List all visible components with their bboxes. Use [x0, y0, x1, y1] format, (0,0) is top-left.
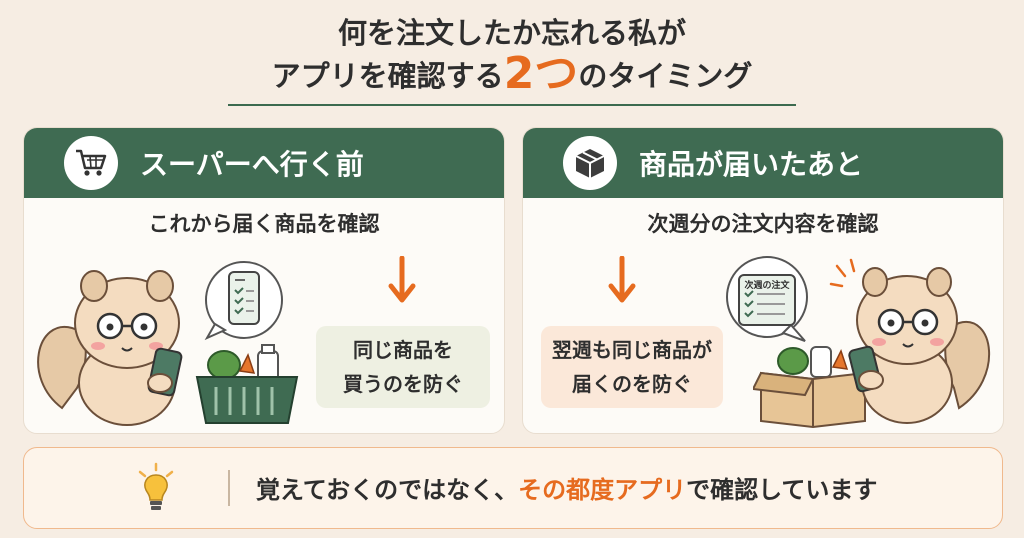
banner-text-post: で確認しています	[686, 476, 878, 504]
card-before-supermarket: スーパーへ行く前 これから届く商品を確認	[23, 127, 505, 434]
order-list-label: 次週の注文	[744, 281, 790, 291]
title-line-1: 何を注文したか忘れる私が	[337, 16, 686, 50]
shopping-cart-icon	[64, 136, 118, 190]
title-underline	[228, 104, 796, 106]
title-line-2: アプリを確認する2つのタイミング	[0, 52, 1024, 98]
delivery-box-illustration	[753, 346, 866, 428]
lightbulb-icon	[138, 462, 174, 510]
title-line-2-pre: アプリを確認する	[271, 59, 504, 93]
result-prevent-duplicate-delivery: 翌週も同じ商品が 届くのを防ぐ	[541, 326, 723, 408]
banner-divider	[228, 470, 230, 506]
order-list-bubble: 次週の注文	[719, 253, 815, 349]
basket-illustration	[195, 344, 299, 424]
title-highlight-number: 2つ	[503, 48, 579, 99]
banner-text-highlight: その都度アプリ	[518, 476, 687, 504]
card-header: スーパーへ行く前	[24, 128, 504, 198]
package-icon	[563, 136, 617, 190]
result-prevent-duplicate-purchase: 同じ商品を 買うのを防ぐ	[316, 326, 490, 408]
title-line-2-post: のタイミング	[578, 59, 753, 93]
banner-message: 覚えておくのではなく、その都度アプリで確認しています	[256, 470, 877, 505]
card-heading: スーパーへ行く前	[140, 148, 364, 181]
card-heading: 商品が届いたあと	[639, 148, 864, 181]
down-arrow-icon	[388, 256, 416, 303]
result-line-1: 翌週も同じ商品が	[552, 338, 712, 362]
page-title: 何を注文したか忘れる私が アプリを確認する2つのタイミング	[0, 14, 1024, 98]
phone-bubble-illustration	[204, 261, 283, 341]
result-line-1: 同じ商品を	[353, 338, 453, 362]
card-after-delivery: 商品が届いたあと 次週分の注文内容を確認 翌週も同じ商品が 届くのを防ぐ 次週の…	[522, 127, 1004, 434]
banner-text-pre: 覚えておくのではなく、	[256, 476, 519, 504]
result-line-2: 届くのを防ぐ	[572, 372, 692, 396]
squirrel-illustration	[37, 270, 183, 426]
result-line-2: 買うのを防ぐ	[343, 372, 463, 396]
card-header: 商品が届いたあと	[523, 128, 1003, 198]
bottom-banner: 覚えておくのではなく、その都度アプリで確認しています	[23, 447, 1003, 529]
squirrel-illustration	[829, 258, 991, 424]
down-arrow-icon	[608, 256, 636, 303]
card-subtitle: 次週分の注文内容を確認	[647, 212, 879, 236]
card-subtitle: これから届く商品を確認	[148, 212, 380, 236]
